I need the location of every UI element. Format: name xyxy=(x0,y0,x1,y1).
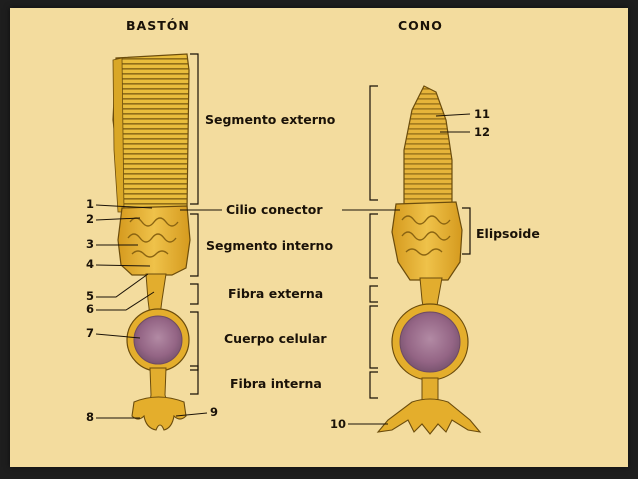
rod-inner-segment xyxy=(117,205,191,276)
rod-brackets xyxy=(190,53,199,395)
number-1: 1 xyxy=(86,197,94,211)
leader-5 xyxy=(96,273,149,298)
leader-2 xyxy=(95,217,141,221)
rod-cell xyxy=(112,53,191,431)
rod-outer-segment xyxy=(112,53,190,213)
rod-nucleus xyxy=(133,315,183,365)
cone-nucleus xyxy=(399,311,461,373)
number-2: 2 xyxy=(86,212,94,226)
number-10: 10 xyxy=(330,417,346,431)
cone-outer-segment xyxy=(403,85,453,207)
rod-outer-segment-side xyxy=(112,57,125,213)
label-outer-fiber: Fibra externa xyxy=(228,286,323,301)
number-4: 4 xyxy=(86,257,94,271)
number-3: 3 xyxy=(86,237,94,251)
cone-pedicle xyxy=(376,398,482,435)
rod-header: BASTÓN xyxy=(126,18,190,33)
label-inner-segment: Segmento interno xyxy=(206,238,333,253)
label-connecting-cilium: Cilio conector xyxy=(226,202,323,217)
number-8: 8 xyxy=(86,410,94,424)
leader-11 xyxy=(435,113,471,117)
cone-header: CONO xyxy=(398,18,443,33)
number-5: 5 xyxy=(86,289,94,303)
leader-1 xyxy=(95,204,153,209)
number-9: 9 xyxy=(210,405,218,419)
number-11: 11 xyxy=(474,107,490,121)
label-cell-body: Cuerpo celular xyxy=(224,331,327,346)
number-7: 7 xyxy=(86,326,94,340)
label-ellipsoid: Elipsoide xyxy=(476,226,540,241)
leader-4 xyxy=(95,264,151,267)
cone-brackets xyxy=(369,85,471,399)
label-inner-fiber: Fibra interna xyxy=(230,376,322,391)
cone-mitochondria xyxy=(401,215,451,256)
cone-cell xyxy=(376,85,482,435)
rod-mitochondria xyxy=(127,217,179,258)
leader-9 xyxy=(175,412,208,417)
label-outer-segment: Segmento externo xyxy=(205,112,336,127)
leader-6 xyxy=(96,291,155,311)
number-12: 12 xyxy=(474,125,490,139)
rod-spherule xyxy=(131,396,187,431)
number-6: 6 xyxy=(86,302,94,316)
cone-inner-segment xyxy=(391,201,463,281)
leader-7 xyxy=(95,333,141,339)
